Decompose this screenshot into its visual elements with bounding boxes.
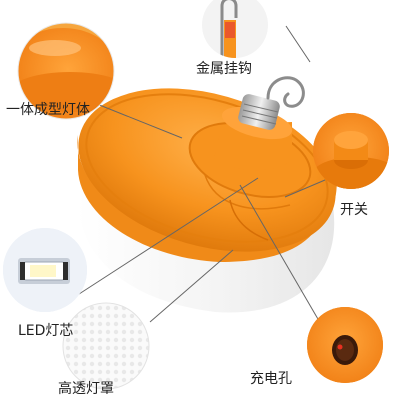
led-chip-icon [18, 258, 70, 284]
callout-switch-circle [313, 113, 389, 189]
leader-lines [75, 25, 326, 327]
label-switch: 开关 [340, 202, 368, 218]
callout-led-circle [3, 228, 87, 312]
label-charging-port: 充电孔 [250, 371, 292, 387]
power-switch-icon [334, 131, 368, 169]
lamp-rim [77, 135, 337, 262]
callout-shade-circle [62, 302, 150, 390]
charging-port-icon [332, 335, 358, 365]
metal-hook-icon [220, 0, 238, 58]
label-led-core: LED灯芯 [18, 323, 74, 339]
lamp-diffuser [77, 170, 335, 313]
lamp-main [77, 76, 337, 313]
callout-charge-circle [307, 307, 383, 383]
callout-hook-circle [202, 0, 268, 58]
label-integrated-body: 一体成型灯体 [6, 102, 90, 118]
lamp-hook [266, 76, 305, 108]
lamp-screw-cap [238, 94, 280, 130]
label-metal-hook: 金属挂钩 [196, 61, 252, 77]
diffuser-texture-icon [63, 303, 149, 389]
callout-body-circle [17, 22, 115, 120]
label-high-transmittance-shade: 高透灯罩 [58, 381, 114, 397]
